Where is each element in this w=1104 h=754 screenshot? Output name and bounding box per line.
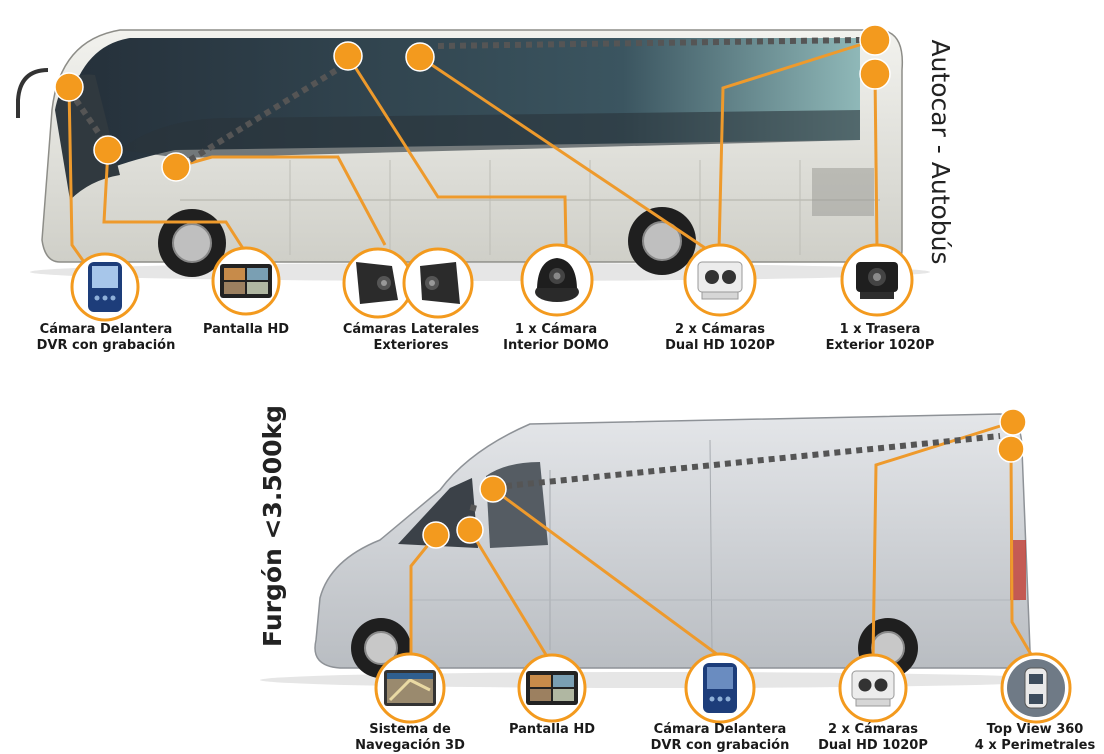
van-item-dvr-dashcam: [684, 652, 756, 724]
caption-line: Cámara Delantera: [653, 722, 787, 737]
dvr-dashcam-icon: [703, 663, 737, 713]
bus-item-dvr-dashcam: [70, 252, 140, 322]
bus-camera-points: [54, 24, 891, 182]
caption-line: Cámaras Laterales: [342, 322, 480, 337]
bus-camera-dotted-links: [73, 37, 861, 163]
van-caption-dual: 2 x Cámaras Dual HD 1020P: [810, 722, 936, 754]
caption-line: Pantalla HD: [508, 722, 596, 737]
caption-line: Navegación 3D: [355, 738, 465, 753]
rear-camera-icon: [856, 262, 898, 299]
van-item-top-view: [1000, 652, 1072, 724]
van-item-navigation: [374, 652, 446, 724]
bus-item-side-cameras: [342, 247, 474, 319]
caption-line: Exteriores: [373, 338, 449, 353]
van-caption-top-view: Top View 360 4 x Perimetrales: [972, 722, 1098, 754]
van-item-hd-monitor: [517, 653, 587, 723]
van-caption-navigation: Sistema de Navegación 3D: [345, 722, 475, 754]
bus-caption-dual: 2 x Cámaras Dual HD 1020P: [650, 322, 790, 354]
top-view-360-icon: [1007, 659, 1065, 717]
bus-caption-rear: 1 x Trasera Exterior 1020P: [810, 322, 950, 354]
bus-illustration: [16, 29, 930, 281]
caption-line: Sistema de: [369, 722, 451, 737]
bus-item-rear-camera: [840, 243, 914, 317]
caption-line: DVR con grabación: [36, 338, 176, 353]
caption-line: Top View 360: [986, 722, 1084, 737]
van-item-dual-camera: [838, 653, 908, 723]
van-caption-dvr: Cámara Delantera DVR con grabación: [642, 722, 798, 754]
bus-section-title: Autocar - Autobús: [926, 39, 955, 265]
caption-line: DVR con grabación: [650, 738, 790, 753]
caption-line: 2 x Cámaras: [827, 722, 919, 737]
bus-camera-wiring: [67, 38, 879, 263]
dual-camera-icon: [851, 670, 895, 707]
bus-item-dual-camera: [683, 243, 757, 317]
caption-line: Pantalla HD: [202, 322, 290, 337]
hd-monitor-icon: [526, 671, 578, 705]
caption-line: 4 x Perimetrales: [974, 738, 1096, 753]
caption-line: Dual HD 1020P: [665, 338, 775, 353]
dual-camera-icon: [697, 261, 743, 300]
caption-line: Exterior 1020P: [825, 338, 935, 353]
hd-monitor-icon: [220, 264, 272, 298]
bus-caption-dome: 1 x Cámara Interior DOMO: [486, 322, 626, 354]
van-section-title: Furgón <3.500kg: [258, 404, 287, 647]
caption-line: Interior DOMO: [503, 338, 609, 353]
bus-caption-dvr: Cámara Delantera DVR con grabación: [20, 322, 192, 354]
van-camera-points: [422, 408, 1027, 549]
bus-item-dome-camera: [520, 243, 594, 317]
caption-line: 2 x Cámaras: [674, 322, 766, 337]
bus-caption-side-cameras: Cámaras Laterales Exteriores: [328, 322, 494, 354]
navigation-screen-icon: [384, 670, 436, 706]
caption-line: Dual HD 1020P: [818, 738, 928, 753]
side-cameras-icon: [356, 262, 460, 304]
van-caption-monitor: Pantalla HD: [495, 722, 609, 738]
caption-line: 1 x Cámara: [514, 322, 598, 337]
caption-line: 1 x Trasera: [839, 322, 921, 337]
van-illustration: [260, 413, 1060, 688]
bus-item-hd-monitor: [211, 246, 281, 316]
caption-line: Cámara Delantera: [39, 322, 173, 337]
dvr-dashcam-icon: [88, 262, 122, 312]
dome-camera-icon: [535, 258, 579, 302]
bus-caption-monitor: Pantalla HD: [186, 322, 306, 338]
